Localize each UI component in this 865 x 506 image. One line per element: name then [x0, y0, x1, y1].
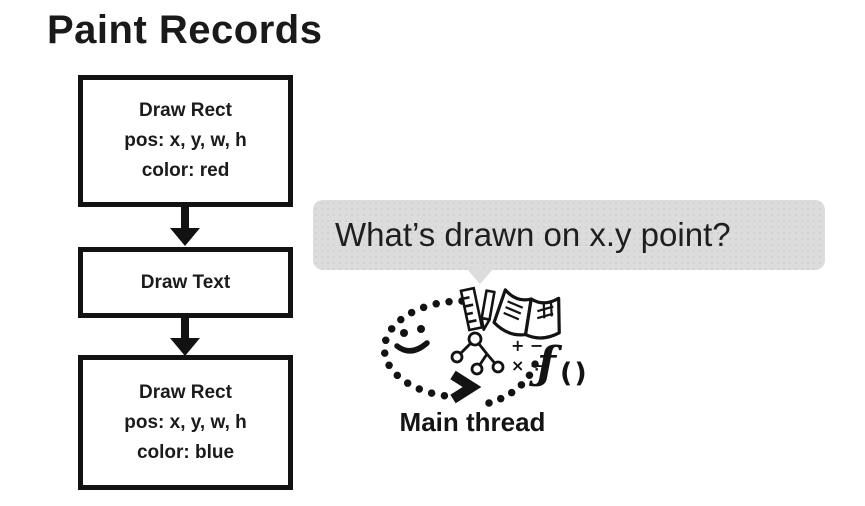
math-row-2: × ÷: [511, 356, 543, 375]
math-row-1: + −: [511, 336, 543, 355]
graph-tree-icon: [450, 331, 505, 376]
flow-box-draw-text: Draw Text: [78, 247, 293, 318]
flow-box-line: color: red: [141, 160, 230, 181]
flow-box-line: color: blue: [136, 441, 235, 463]
open-book-icon: [492, 288, 561, 340]
dotted-loop-icon: [380, 297, 541, 407]
flow-box-line: pos: x, y, w, h: [124, 411, 247, 433]
ruler-icon: [459, 286, 484, 332]
flow-arrow-down-icon: [170, 317, 200, 356]
pencil-icon: [480, 289, 496, 332]
function-parens: (): [560, 358, 589, 389]
arrow-stem: [181, 317, 189, 338]
smiley-face-icon: [394, 325, 430, 354]
main-thread-doodle: + − × ÷ ƒ (): [380, 286, 589, 407]
flow-box-line: pos: x, y, w, h: [124, 130, 247, 151]
flow-box-line: Draw Text: [140, 271, 231, 293]
speech-bubble: What’s drawn on x.y point?: [313, 200, 825, 284]
main-thread-label: Main thread: [399, 407, 546, 437]
chevron-arrow-icon: [450, 370, 482, 404]
page-title: Paint Records: [47, 8, 323, 52]
flow-box-line: Draw Rect: [139, 100, 232, 121]
flow-box-draw-rect-red: Draw Rect pos: x, y, w, h color: red: [78, 75, 293, 207]
flow-box-line: Draw Rect: [139, 381, 232, 403]
arrow-head: [170, 228, 200, 246]
arrow-head: [170, 338, 200, 356]
function-icon: ƒ (): [528, 338, 589, 389]
speech-bubble-tail: [467, 269, 493, 284]
arrow-stem: [181, 206, 189, 228]
flow-box-draw-rect-blue: Draw Rect pos: x, y, w, h color: blue: [78, 355, 293, 490]
flow-arrow-down-icon: [170, 206, 200, 246]
speech-bubble-text: What’s drawn on x.y point?: [335, 216, 731, 253]
math-symbols-icon: + − × ÷: [511, 336, 543, 375]
